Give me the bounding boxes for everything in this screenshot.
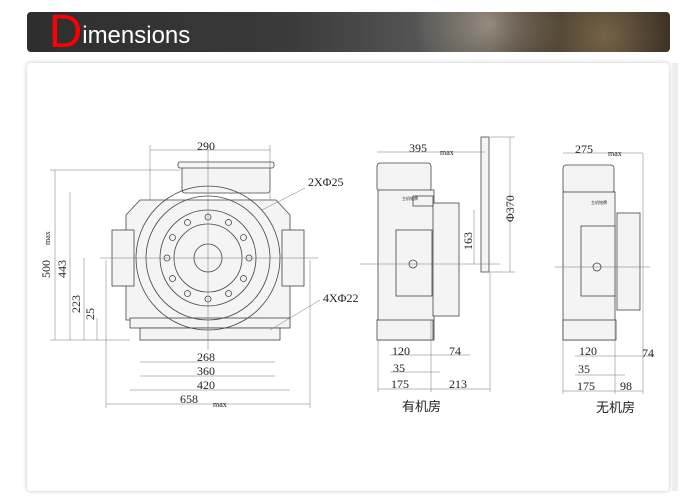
dim-98: 98 bbox=[620, 379, 632, 393]
bolt-hole bbox=[169, 234, 176, 241]
scrollbar-track[interactable] bbox=[672, 63, 678, 491]
dim-275: 275 bbox=[575, 142, 593, 156]
dim-163: 163 bbox=[461, 232, 475, 250]
bolt-hole bbox=[184, 219, 191, 226]
caption-machine-room: 有机房 bbox=[402, 399, 441, 415]
dim-658-max: max bbox=[213, 400, 227, 409]
dim-223: 223 bbox=[69, 295, 83, 313]
dim-74: 74 bbox=[449, 344, 461, 358]
dim-290: 290 bbox=[197, 139, 215, 153]
dim-175: 175 bbox=[391, 377, 409, 391]
nameplate-label-b: 主机铭牌 bbox=[591, 199, 607, 205]
dim-213: 213 bbox=[449, 377, 467, 391]
dim-360: 360 bbox=[197, 364, 215, 378]
dim-395: 395 bbox=[409, 141, 427, 155]
section-title: Dimensions bbox=[49, 12, 190, 52]
caption-machine-roomless: 无机房 bbox=[596, 400, 635, 416]
dim-500: 500 bbox=[39, 260, 53, 278]
side-view-machine-room: 395 max Φ370 163 120 74 35 175 213 主机铭牌 … bbox=[360, 136, 517, 415]
dim-120b: 120 bbox=[579, 344, 597, 358]
dim-phi370: Φ370 bbox=[503, 195, 517, 222]
section-header: Dimensions bbox=[27, 12, 670, 52]
front-view: 290 2XΦ25 4XΦ22 500 max 443 223 25 268 3… bbox=[39, 139, 358, 409]
dim-25: 25 bbox=[83, 308, 97, 320]
dim-35b: 35 bbox=[578, 362, 590, 376]
bolt-hole bbox=[240, 234, 247, 241]
dim-175b: 175 bbox=[577, 379, 595, 393]
dim-35: 35 bbox=[393, 361, 405, 375]
dim-2x-phi25: 2XΦ25 bbox=[308, 175, 343, 189]
dim-4x-phi22: 4XΦ22 bbox=[323, 291, 358, 305]
bolt-hole bbox=[240, 275, 247, 282]
bolt-hole bbox=[225, 219, 232, 226]
dim-268: 268 bbox=[197, 350, 215, 364]
dim-658: 658 bbox=[180, 392, 198, 406]
dim-443: 443 bbox=[55, 260, 69, 278]
dim-500-max: max bbox=[43, 231, 52, 245]
side-view-machine-roomless: 275 max 120 74 35 175 98 主机铭牌 无机房 bbox=[555, 142, 655, 416]
dim-275-max: max bbox=[608, 149, 622, 158]
dim-420: 420 bbox=[197, 378, 215, 392]
dim-74b: 74 bbox=[642, 346, 654, 360]
bolt-hole bbox=[225, 290, 232, 297]
title-rest: imensions bbox=[82, 22, 191, 49]
dim-120: 120 bbox=[392, 344, 410, 358]
title-initial: D bbox=[49, 12, 83, 52]
dim-395-max: max bbox=[440, 148, 454, 157]
header-sparks-image bbox=[410, 12, 670, 52]
nameplate-label: 主机铭牌 bbox=[402, 195, 418, 201]
bolt-hole bbox=[184, 290, 191, 297]
bolt-hole bbox=[169, 275, 176, 282]
